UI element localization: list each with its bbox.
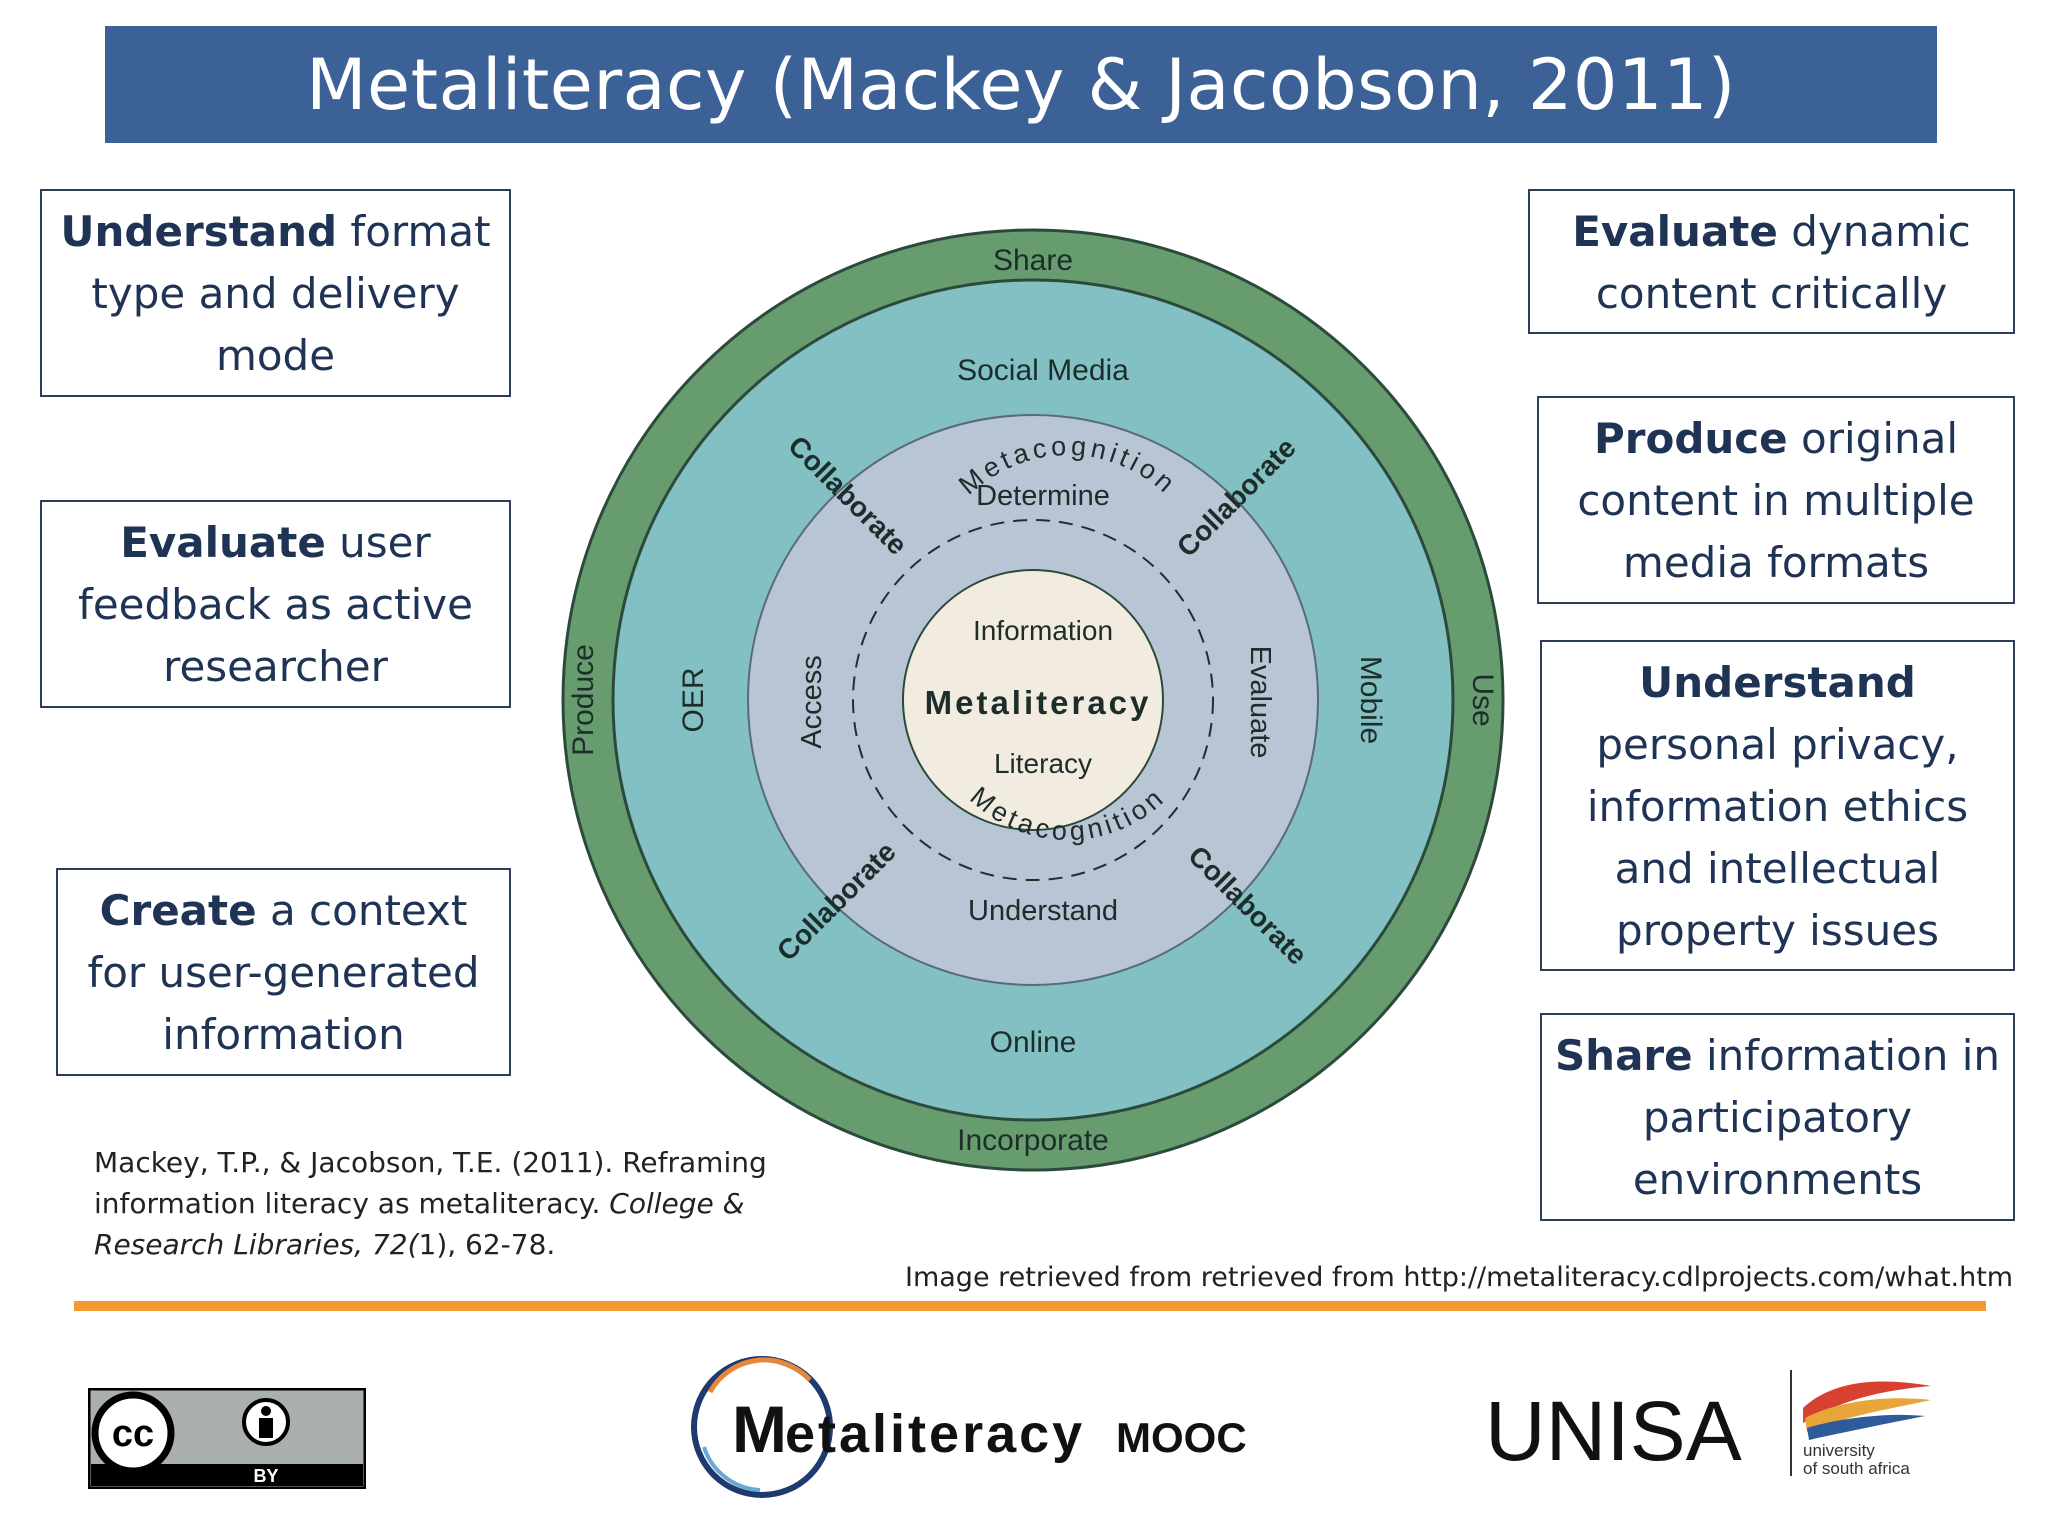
right-box-understand: Understand personal privacy, information… [1540, 640, 2015, 971]
metaliteracy-diagram: Share Incorporate Produce Use Social Med… [561, 228, 1505, 1172]
box-keyword: Understand [60, 207, 338, 256]
metacognition-ring [852, 519, 1214, 881]
label-social-media: Social Media [957, 354, 1129, 387]
left-box-understand: Understand format type and delivery mode [40, 189, 511, 397]
box-keyword: Share [1554, 1031, 1693, 1080]
core-literacy: Literacy [994, 748, 1092, 779]
cc-text: cc [112, 1413, 154, 1455]
citation-line-2: information literacy as metaliteracy. Co… [94, 1187, 745, 1220]
page-title: Metaliteracy (Mackey & Jacobson, 2011) [306, 43, 1736, 126]
mooc-logo-m: M [732, 1392, 787, 1466]
title-bar: Metaliteracy (Mackey & Jacobson, 2011) [105, 26, 1937, 143]
label-oer: OER [677, 667, 710, 732]
box-keyword: Evaluate [120, 518, 326, 567]
box-text: a context for user-generated information [87, 886, 480, 1059]
mooc-logo-text: etaliteracy [785, 1404, 1085, 1464]
box-text: original content in multiple media forma… [1577, 414, 1975, 587]
label-understand: Understand [968, 895, 1118, 927]
core-information: Information [973, 615, 1113, 646]
label-access: Access [796, 655, 828, 748]
left-box-create: Create a context for user-generated info… [56, 868, 511, 1076]
label-evaluate: Evaluate [1244, 646, 1276, 759]
label-incorporate: Incorporate [957, 1124, 1109, 1157]
citation-line-1: Mackey, T.P., & Jacobson, T.E. (2011). R… [94, 1146, 767, 1179]
right-box-produce: Produce original content in multiple med… [1537, 396, 2015, 604]
image-source-note: Image retrieved from retrieved from http… [905, 1262, 2014, 1293]
box-text: information in participatory environment… [1632, 1031, 2001, 1204]
label-use: Use [1466, 673, 1499, 726]
core-metaliteracy: Metaliteracy [925, 684, 1152, 721]
label-share: Share [993, 244, 1073, 277]
box-keyword: Create [99, 886, 257, 935]
unisa-logo: UNISA university of south africa [1485, 1370, 1931, 1478]
label-mobile: Mobile [1354, 656, 1387, 744]
label-determine: Determine [976, 480, 1110, 512]
box-text: user feedback as active researcher [78, 518, 473, 691]
divider-line [74, 1301, 1986, 1311]
label-online: Online [990, 1026, 1077, 1059]
cc-by-badge[interactable]: cc BY [88, 1388, 366, 1489]
right-box-evaluate: Evaluate dynamic content critically [1528, 189, 2015, 334]
box-keyword: Produce [1593, 414, 1788, 463]
box-text: dynamic content critically [1595, 207, 1971, 318]
unisa-text: UNISA [1485, 1384, 1742, 1478]
unisa-sub2: of south africa [1803, 1459, 1910, 1478]
box-keyword: Evaluate [1572, 207, 1778, 256]
cc-icon [91, 1391, 175, 1475]
metaliteracy-mooc-logo: M etaliteracy MOOC [691, 1356, 1247, 1498]
mooc-logo-suffix: MOOC [1116, 1414, 1247, 1461]
right-box-share: Share information in participatory envir… [1540, 1013, 2015, 1221]
box-text: personal privacy, information ethics and… [1586, 720, 1969, 955]
left-box-evaluate: Evaluate user feedback as active researc… [40, 500, 511, 708]
citation-line-3: Research Libraries, 72(1), 62-78. [94, 1228, 556, 1261]
citation: Mackey, T.P., & Jacobson, T.E. (2011). R… [94, 1142, 794, 1265]
by-text: BY [253, 1466, 278, 1486]
label-produce: Produce [567, 644, 600, 756]
unisa-sub1: university [1803, 1441, 1875, 1460]
box-text: format type and delivery mode [91, 207, 491, 380]
core-circle [902, 569, 1164, 831]
box-keyword: Understand [1639, 658, 1916, 707]
